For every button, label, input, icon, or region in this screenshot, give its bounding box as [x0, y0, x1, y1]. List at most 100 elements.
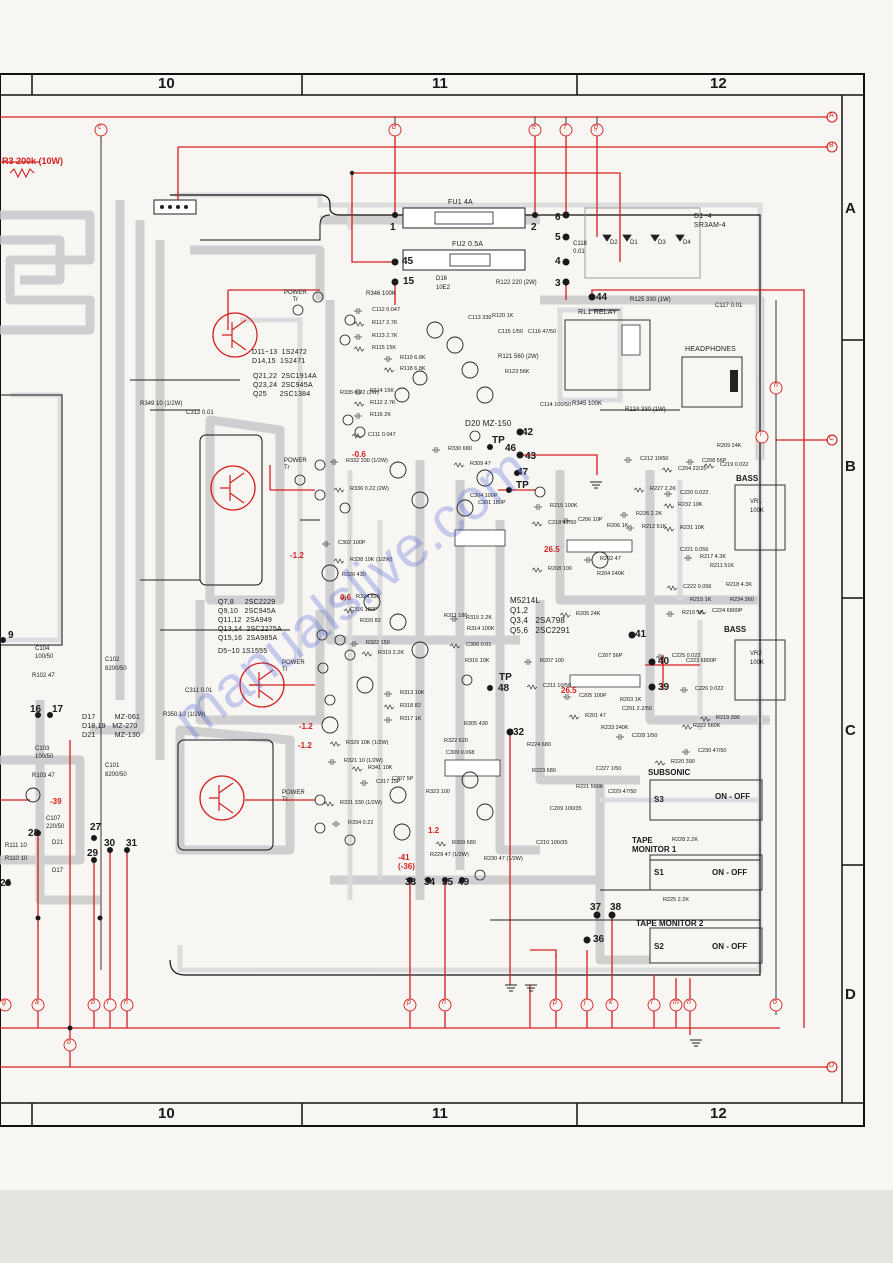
rectifier-diodes-label: D1~4 SR3AM-4: [694, 213, 726, 229]
component-symbol: [633, 487, 645, 493]
pin-17: 17: [52, 704, 64, 715]
component-symbol: [351, 433, 363, 439]
voltage-1: -0.6: [352, 450, 366, 459]
component-symbol: [531, 567, 543, 573]
part-label: C218 47/50: [548, 520, 577, 526]
pin-49: 49: [458, 877, 470, 888]
part-label: R220 390: [671, 759, 695, 765]
pin-37: 37: [590, 902, 602, 913]
component-symbol: [656, 654, 664, 660]
component-symbol: [534, 504, 542, 510]
pin-5: 5: [555, 232, 561, 243]
part-label: R219 390: [716, 715, 740, 721]
part-label: R316 10K: [465, 658, 490, 664]
part-label: R208 100: [548, 566, 572, 572]
part-label: R331 330 (1/2W): [340, 800, 382, 806]
bass-label-2: BASS: [724, 625, 747, 634]
voltage-10: 1.2: [428, 826, 440, 835]
pin-27: 27: [90, 822, 102, 833]
pin-26: 26: [0, 878, 12, 889]
part-label: C116 47/50: [528, 329, 557, 335]
component-symbol: [682, 749, 690, 755]
c118-label: C118 0.01: [573, 241, 587, 255]
bottom-letter-3: l: [107, 999, 109, 1006]
part-label: R335 0.22 (2W): [340, 390, 379, 396]
part-label: R228 2.2K: [672, 837, 698, 843]
part-label: R205 24K: [576, 611, 601, 617]
part-label: C204 22/25: [678, 466, 707, 472]
transistor-list-1: Q21,22 2SC1914A Q23,24 2SC945A Q25 2SC13…: [253, 373, 317, 398]
pin-44: 44: [596, 292, 608, 303]
part-label: R204 240K: [597, 571, 625, 577]
part-label: C210 100/35: [536, 840, 568, 846]
part-label: C223 6800P: [686, 658, 717, 664]
row-label-d: D: [845, 986, 856, 1003]
bass-label-1: BASS: [736, 474, 759, 483]
part-label: R226 2.2K: [636, 511, 662, 517]
part-label: C226 0.022: [695, 686, 724, 692]
part-label: R232 10K: [678, 502, 703, 508]
component-symbol: [450, 616, 458, 622]
component-symbol: [620, 512, 628, 518]
bottom-letter-4: n: [124, 999, 128, 1006]
component-symbol: [432, 447, 440, 453]
part-label: R332 330 (1/2W): [346, 458, 388, 464]
part-label: C205 100P: [579, 693, 607, 699]
pin-41: 41: [635, 629, 647, 640]
bottom-letter-11: m: [673, 999, 679, 1006]
pin-36: 36: [593, 934, 605, 945]
component-symbol: [453, 462, 465, 468]
component-symbol: [384, 691, 392, 697]
bus-label-b: B: [829, 142, 834, 149]
part-label: C113 330: [468, 315, 492, 321]
part-label: R212 51K: [642, 524, 667, 530]
top-resistor-label: R3 200k (10W): [2, 156, 64, 166]
component-symbol: [703, 463, 715, 469]
part-label: C111 0.047: [368, 432, 396, 438]
tp-label-2: TP: [516, 480, 529, 491]
part-label: R318 82: [400, 703, 421, 709]
part-label: C222 0.056: [683, 584, 712, 590]
part-label: R336 0.22 (2W): [350, 486, 389, 492]
switch-s2-label[interactable]: ON - OFF: [712, 942, 748, 951]
zener-list: D17 MZ-061 D18,19 MZ-270 D21 MZ-130: [82, 714, 141, 739]
component-symbol: [664, 491, 672, 497]
part-label: R324 820: [356, 594, 380, 600]
part-label: R225 2.2K: [663, 897, 689, 903]
component-symbol: [328, 759, 336, 765]
component-symbol: [524, 659, 532, 665]
component-symbol: [663, 526, 675, 532]
c104-label: C104 100/50: [35, 646, 54, 660]
subsonic-label: SUBSONIC: [648, 768, 691, 777]
component-symbol: [353, 321, 365, 327]
d20-label: D20 MZ-150: [465, 419, 512, 428]
pin-30: 30: [104, 838, 116, 849]
component-symbol: [624, 457, 632, 463]
part-label: R234 360: [730, 597, 754, 603]
pin-38: 38: [610, 902, 622, 913]
part-label: R216 1K: [682, 610, 704, 616]
component-symbol: [435, 841, 447, 847]
part-label: R322 150: [366, 640, 390, 646]
diode-list-1: D11~13 1S2472 D14,15 1S2471: [252, 349, 308, 365]
pin-40: 40: [658, 656, 670, 667]
r346-label: R346 100K: [366, 291, 397, 297]
row-label-b: B: [845, 458, 856, 475]
column-label-11: 11: [432, 75, 448, 92]
component-symbol: [354, 413, 362, 419]
part-label: R222 560K: [693, 723, 721, 729]
component-symbol: [322, 541, 330, 547]
part-label: C316 180P: [350, 607, 378, 613]
part-label: C220 0.022: [680, 490, 709, 496]
column-label-12-bottom: 12: [710, 1105, 727, 1122]
switch-s1-id: S1: [654, 868, 664, 877]
pin-45: 45: [402, 256, 414, 267]
pin-42: 42: [522, 427, 534, 438]
c107-label: C107 220/50: [46, 816, 65, 830]
switch-s3-label[interactable]: ON - OFF: [715, 792, 751, 801]
pin-1: 1: [390, 222, 396, 233]
switch-s1-label[interactable]: ON - OFF: [712, 868, 748, 877]
relay-label: RL1 RELAY: [578, 309, 618, 316]
